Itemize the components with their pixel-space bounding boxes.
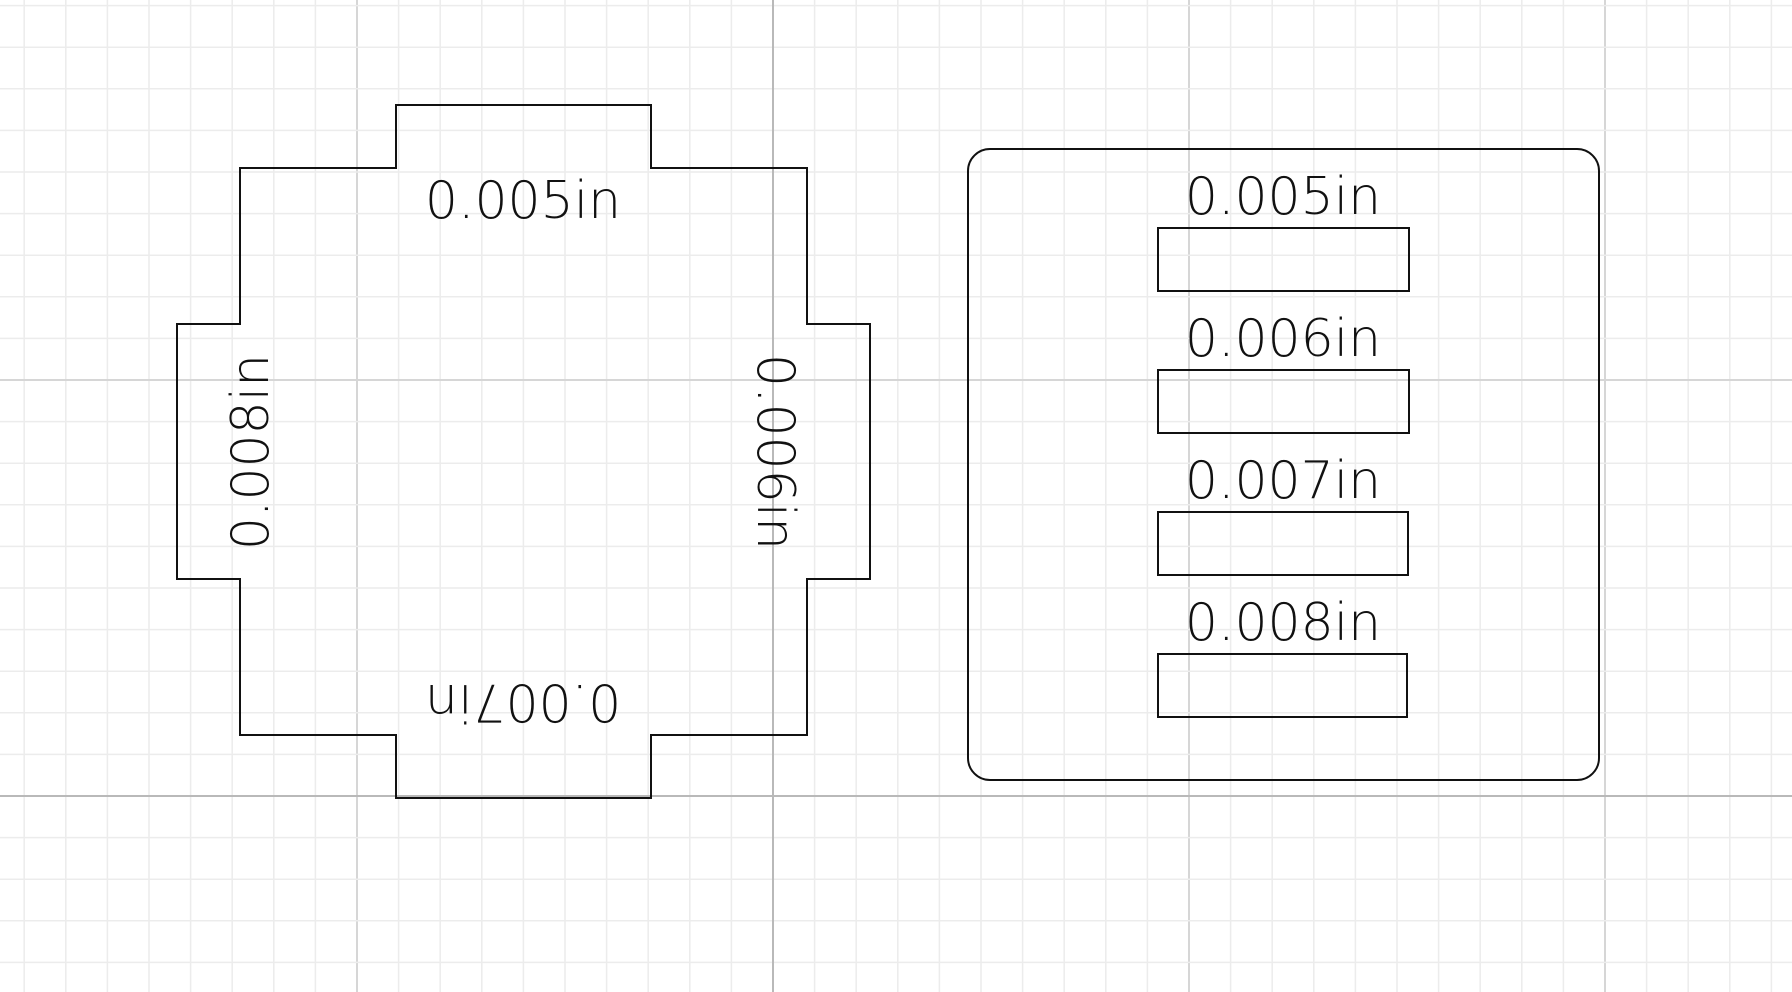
cross-shaped-part[interactable]: 0.005in 0.007in 0.008in 0.006in	[176, 104, 871, 799]
slot-label: 0.007in	[1185, 451, 1381, 511]
slot-label: 0.005in	[1185, 167, 1381, 227]
slot-2[interactable]: 0.006in	[1157, 309, 1410, 434]
slot-4[interactable]: 0.008in	[1157, 593, 1408, 718]
slot-3[interactable]: 0.007in	[1157, 451, 1409, 576]
slot-rect[interactable]	[1157, 227, 1410, 292]
slot-label: 0.006in	[1185, 309, 1381, 369]
left-edge-label: 0.008in	[221, 354, 281, 550]
bottom-edge-label: 0.007in	[425, 672, 621, 732]
slot-rect[interactable]	[1157, 511, 1409, 576]
top-edge-label: 0.005in	[425, 171, 621, 231]
slot-plate-part[interactable]: 0.005in 0.006in 0.007in 0.008in	[967, 148, 1600, 781]
slot-rect[interactable]	[1157, 653, 1408, 718]
slot-plate-outline[interactable]	[967, 148, 1600, 781]
slot-rect[interactable]	[1157, 369, 1410, 434]
cross-part-outline[interactable]	[176, 104, 871, 799]
right-edge-label: 0.006in	[745, 354, 805, 550]
slot-label: 0.008in	[1185, 593, 1381, 653]
slot-1[interactable]: 0.005in	[1157, 167, 1410, 292]
